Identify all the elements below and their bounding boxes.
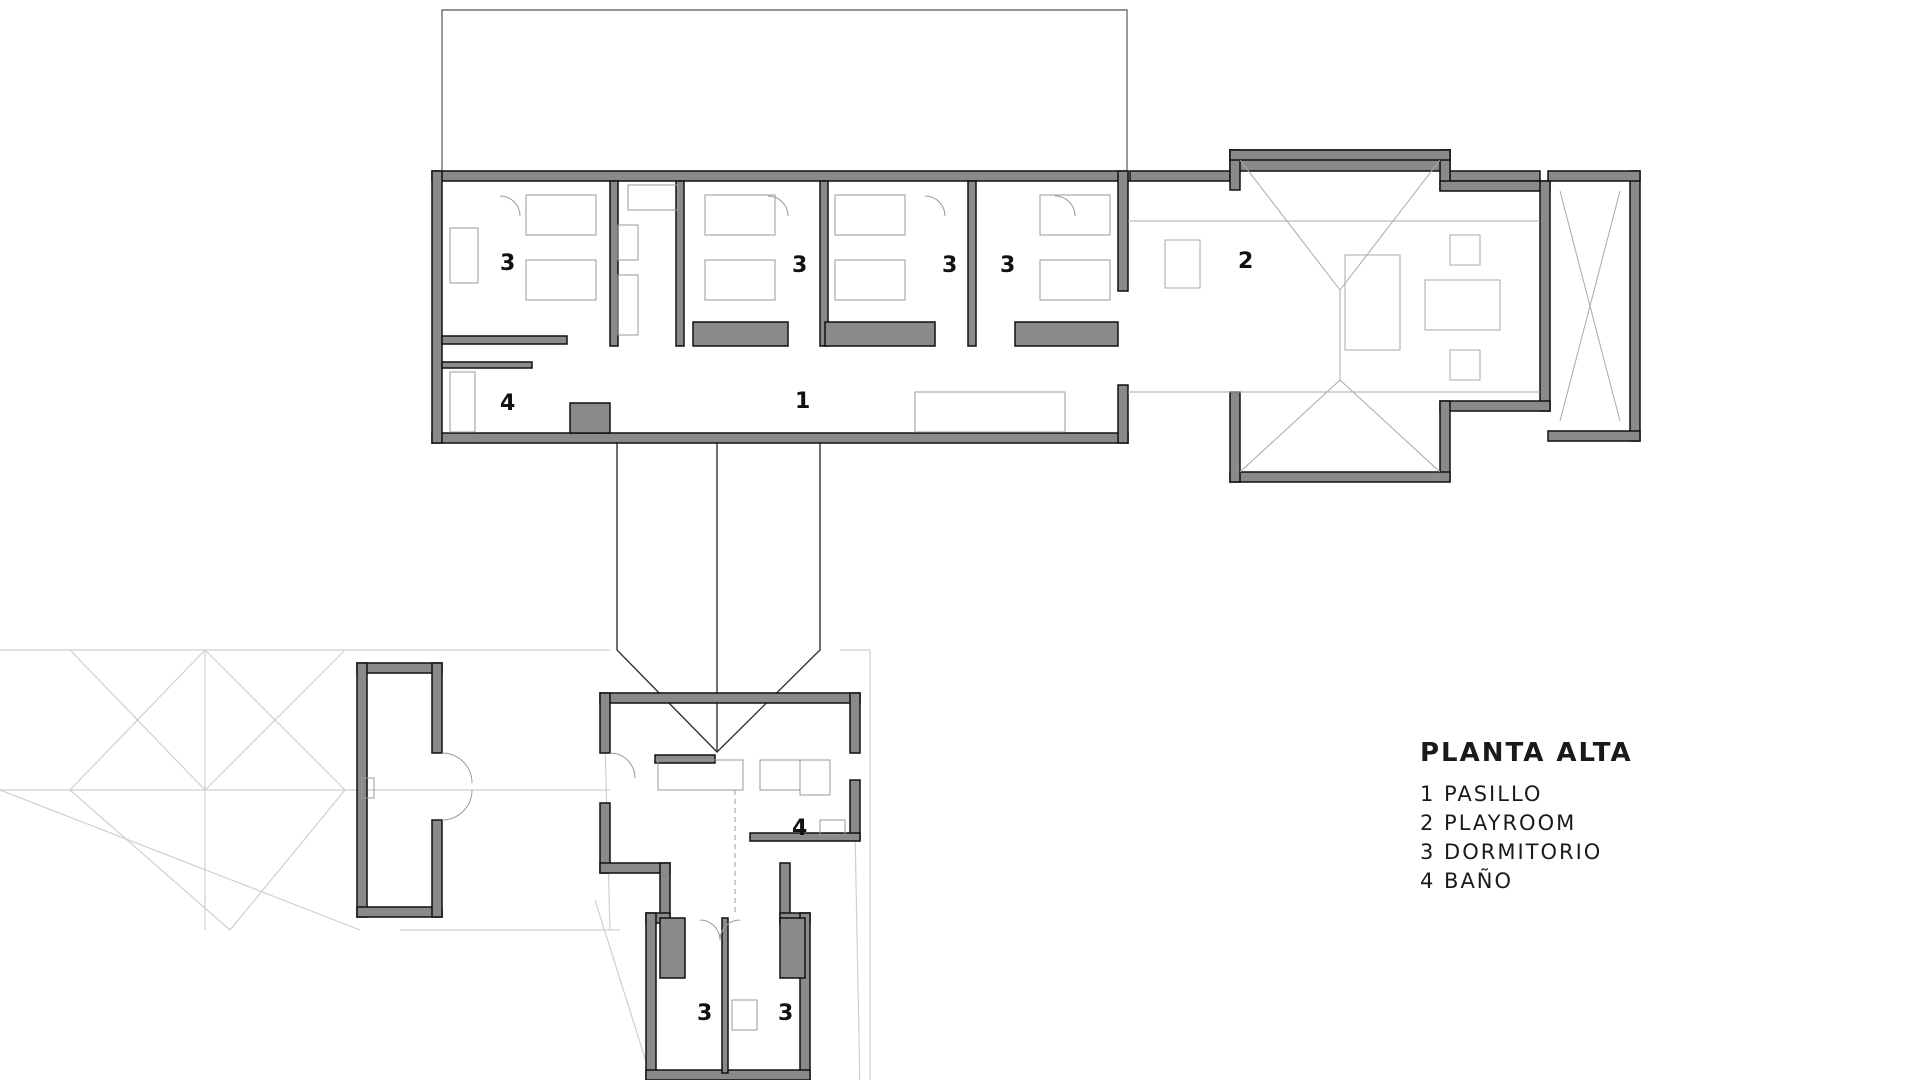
room-number: 3 (697, 1001, 712, 1026)
legend-item: 3 DORMITORIO (1420, 840, 1603, 864)
main-block-walls (431, 170, 1129, 444)
legend: PLANTA ALTA 1 PASILLO 2 PLAYROOM 3 DORMI… (1420, 738, 1633, 896)
lower-block-walls (599, 692, 861, 1080)
legend-item: 1 PASILLO (1420, 782, 1543, 806)
lower-block-details (609, 752, 846, 1031)
room-number: 1 (795, 389, 810, 414)
legend-item: 4 BAÑO (1420, 869, 1514, 893)
annex-details (361, 752, 473, 821)
room-number: 2 (1238, 249, 1253, 274)
playroom-details (1128, 159, 1621, 473)
room-number: 3 (942, 253, 957, 278)
room-number: 3 (778, 1001, 793, 1026)
room-number: 3 (792, 253, 807, 278)
upper-roof-outline (441, 9, 1128, 170)
room-numbers: 3 3 3 3 2 4 1 4 3 3 (500, 249, 1253, 1026)
room-number: 4 (792, 816, 807, 841)
legend-item: 2 PLAYROOM (1420, 811, 1577, 835)
bridge-lines (616, 440, 821, 753)
room-number: 3 (1000, 253, 1015, 278)
legend-title: PLANTA ALTA (1420, 738, 1633, 768)
main-block-details (449, 184, 1111, 433)
playroom-walls (1128, 149, 1641, 483)
room-number: 3 (500, 251, 515, 276)
roof-lines (0, 649, 871, 1080)
room-number: 4 (500, 391, 515, 416)
